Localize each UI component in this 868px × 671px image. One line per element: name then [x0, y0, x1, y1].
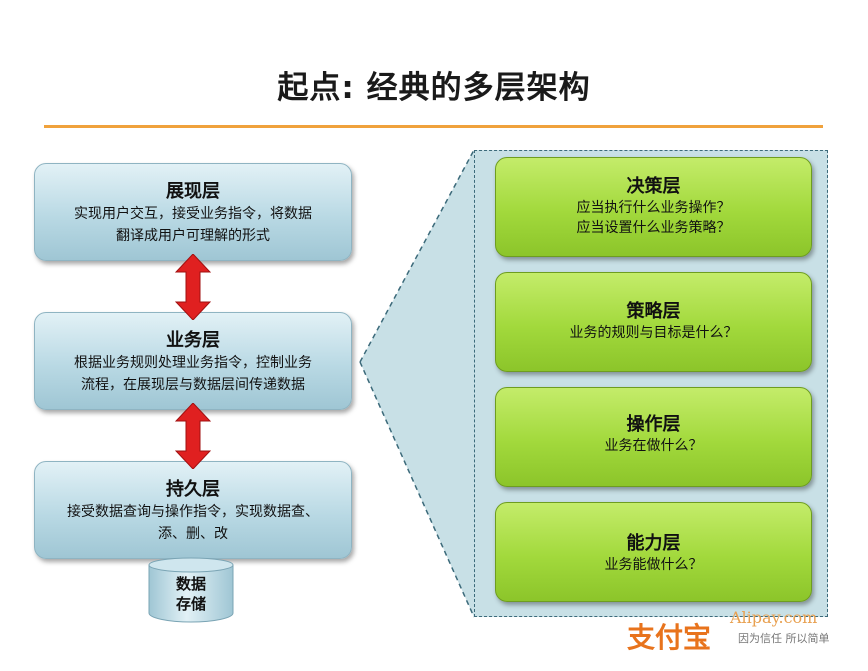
double-arrow-icon [175, 254, 211, 320]
database-cylinder-icon [148, 557, 234, 623]
decision-layer-line-2: 应当设置什么业务策略？ [576, 220, 731, 236]
strategy-layer-heading: 策略层 [626, 301, 681, 322]
presentation-layer-line-1: 实现用户交互，接受业务指令，将数据 [74, 206, 312, 222]
capability-layer-box: 能力层 业务能做什么？ [495, 502, 812, 602]
storage-label-line-1: 数据 [175, 575, 206, 593]
persistence-layer-line-2: 添、删、改 [158, 526, 228, 542]
business-layer-heading: 业务层 [166, 330, 220, 351]
business-layer-line-1: 根据业务规则处理业务指令，控制业务 [74, 355, 312, 371]
persistence-layer-line-1: 接受数据查询与操作指令，实现数据查、 [67, 504, 319, 520]
decision-layer-line-1: 应当执行什么业务操作？ [576, 200, 731, 216]
alipay-logo-url: Alipay.com [730, 608, 818, 627]
decision-layer-heading: 决策层 [626, 176, 681, 197]
strategy-layer-box: 策略层 业务的规则与目标是什么？ [495, 272, 812, 372]
operation-layer-line-1: 业务在做什么？ [604, 438, 703, 454]
operation-layer-box: 操作层 业务在做什么？ [495, 387, 812, 487]
capability-layer-line-1: 业务能做什么？ [604, 557, 703, 573]
operation-layer-heading: 操作层 [626, 414, 681, 435]
business-layer-line-2: 流程，在展现层与数据层间传递数据 [81, 377, 305, 393]
persistence-layer-heading: 持久层 [166, 479, 220, 500]
alipay-logo: 支付宝 [627, 621, 712, 654]
page-title: 起点: 经典的多层架构 [277, 70, 591, 106]
presentation-layer-line-2: 翻译成用户可理解的形式 [116, 228, 270, 244]
title-underline [44, 125, 823, 128]
capability-layer-heading: 能力层 [626, 533, 681, 554]
presentation-layer-heading: 展现层 [166, 181, 220, 202]
storage-label: 数据 存储 [148, 574, 234, 614]
persistence-layer-box: 持久层 接受数据查询与操作指令，实现数据查、 添、删、改 [34, 461, 352, 559]
presentation-layer-box: 展现层 实现用户交互，接受业务指令，将数据 翻译成用户可理解的形式 [34, 163, 352, 261]
double-arrow-icon [175, 403, 211, 469]
alipay-logo-slogan: 因为信任 所以简单 [738, 632, 830, 645]
decision-layer-box: 决策层 应当执行什么业务操作？ 应当设置什么业务策略？ [495, 157, 812, 257]
business-layer-box: 业务层 根据业务规则处理业务指令，控制业务 流程，在展现层与数据层间传递数据 [34, 312, 352, 410]
strategy-layer-line-1: 业务的规则与目标是什么？ [569, 325, 738, 341]
storage-label-line-2: 存储 [175, 595, 206, 613]
